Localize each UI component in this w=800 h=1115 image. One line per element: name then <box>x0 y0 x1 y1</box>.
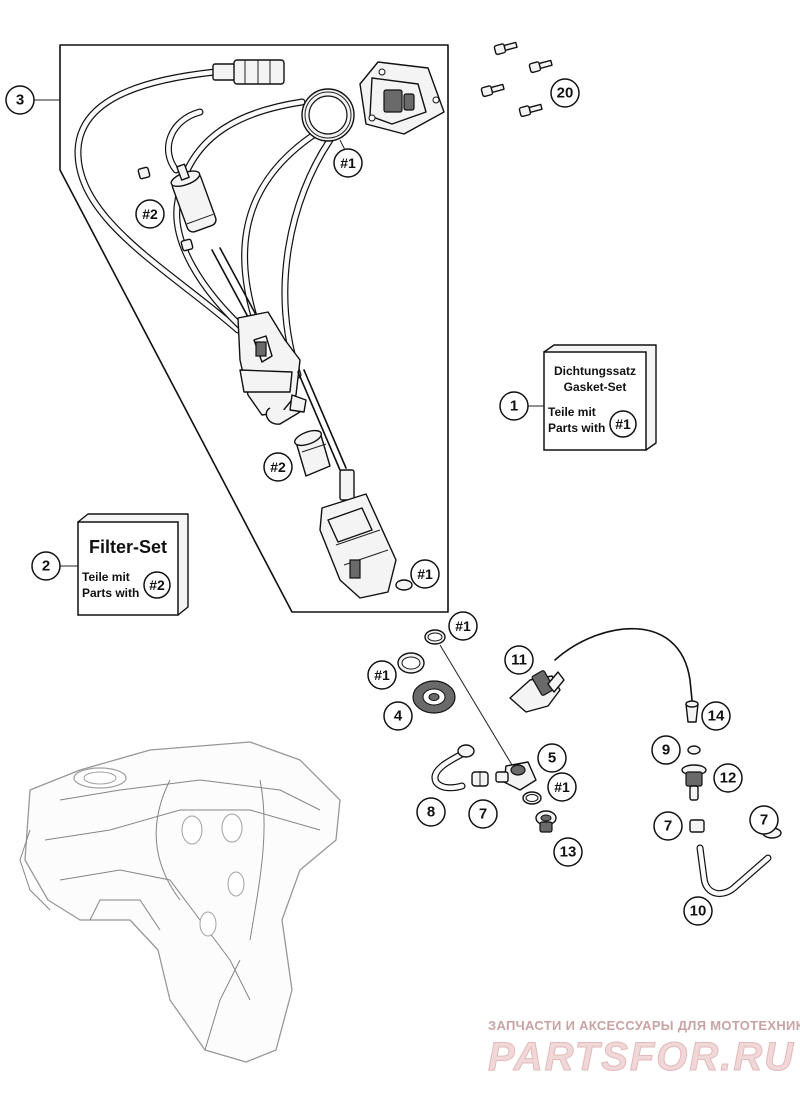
fuel-tank <box>19 741 341 1063</box>
callout-7-right[interactable]: 7 <box>749 805 779 835</box>
filter-sleeve <box>293 429 331 477</box>
filter-set-box: Filter-Set Teile mit Parts with #2 <box>60 513 189 616</box>
fuel-filter-canister <box>319 469 413 599</box>
ref-1-c: #1 <box>547 772 577 802</box>
gasket-box-line4: Parts with <box>548 421 605 435</box>
sensor-cable <box>509 627 693 713</box>
svg-text:7: 7 <box>664 818 672 835</box>
ref-1-a: #1 <box>448 611 478 641</box>
callout-8[interactable]: 8 <box>416 797 446 827</box>
fitting-13 <box>535 810 557 833</box>
svg-text:#1: #1 <box>455 618 471 634</box>
gasket-box-line2: Gasket-Set <box>564 380 627 394</box>
clamp-7-right-a <box>689 819 705 833</box>
ref-2-pump: #2 <box>135 199 165 229</box>
flange-screws <box>480 41 553 118</box>
filter-box-line2: Parts with <box>82 586 139 600</box>
filter-box-title: Filter-Set <box>89 537 167 557</box>
gasket-box-line1: Dichtungssatz <box>554 364 636 378</box>
svg-text:14: 14 <box>708 708 725 725</box>
gasket-box-ref: #1 <box>615 416 631 432</box>
svg-text:5: 5 <box>548 750 556 767</box>
callout-3[interactable]: 3 <box>5 85 35 115</box>
gasket-box-line3: Teile mit <box>548 405 596 419</box>
gasket-set-box: Dichtungssatz Gasket-Set Teile mit Parts… <box>528 344 657 451</box>
svg-text:#2: #2 <box>142 206 158 222</box>
clamp-7-left <box>471 771 489 787</box>
svg-text:11: 11 <box>511 652 527 669</box>
pump-housing <box>237 311 347 471</box>
callout-12[interactable]: 12 <box>713 763 743 793</box>
svg-text:2: 2 <box>42 558 50 575</box>
svg-text:9: 9 <box>662 742 670 759</box>
callout-13[interactable]: 13 <box>553 837 583 867</box>
fitting-5 <box>495 761 537 791</box>
svg-text:8: 8 <box>427 804 435 821</box>
watermark-line2: PARTSFOR.RU <box>488 1035 795 1079</box>
filter-box-ref: #2 <box>149 577 165 593</box>
svg-text:#1: #1 <box>340 155 356 171</box>
ref-2-mid: #2 <box>263 452 293 482</box>
svg-text:#2: #2 <box>270 459 286 475</box>
callout-5[interactable]: 5 <box>537 743 567 773</box>
svg-text:#1: #1 <box>417 566 433 582</box>
fuel-pump <box>137 163 217 252</box>
svg-text:10: 10 <box>690 903 707 920</box>
svg-text:4: 4 <box>394 708 403 725</box>
valve-12 <box>681 764 707 801</box>
watermark-line1: ЗАПЧАСТИ И АКСЕССУАРЫ ДЛЯ МОТОТЕХНИКИ <box>488 1018 800 1033</box>
svg-text:7: 7 <box>760 812 768 829</box>
ref-1-filter: #1 <box>410 559 440 589</box>
grommet-4 <box>412 680 456 714</box>
o-rings <box>397 629 542 805</box>
callout-11[interactable]: 11 <box>504 645 534 675</box>
pump-flange-plate <box>359 61 445 135</box>
callout-14[interactable]: 14 <box>701 701 731 731</box>
callout-7-mid[interactable]: 7 <box>653 811 683 841</box>
ref-1-b: #1 <box>367 660 397 690</box>
callout-7-left[interactable]: 7 <box>468 799 498 829</box>
callout-2[interactable]: 2 <box>31 551 61 581</box>
tank-sealing-ring <box>301 88 355 142</box>
svg-text:12: 12 <box>720 770 737 787</box>
assembly-3-frame <box>34 44 449 613</box>
hose-8 <box>431 744 475 792</box>
filter-box-line1: Teile mit <box>82 570 130 584</box>
callout-10[interactable]: 10 <box>683 896 713 926</box>
watermark: ЗАПЧАСТИ И АКСЕССУАРЫ ДЛЯ МОТОТЕХНИКИ PA… <box>488 1018 800 1080</box>
svg-text:7: 7 <box>479 806 487 823</box>
svg-text:#1: #1 <box>554 779 570 795</box>
callout-9[interactable]: 9 <box>651 735 681 765</box>
ref-1-top: #1 <box>333 139 363 178</box>
connector-14 <box>685 700 699 723</box>
callout-4[interactable]: 4 <box>383 701 413 731</box>
svg-text:13: 13 <box>560 844 577 861</box>
callout-1[interactable]: 1 <box>499 391 529 421</box>
callout-20[interactable]: 20 <box>550 78 580 108</box>
svg-text:3: 3 <box>16 92 24 109</box>
svg-text:#1: #1 <box>374 667 390 683</box>
svg-text:20: 20 <box>557 85 574 102</box>
svg-text:1: 1 <box>510 398 518 415</box>
ring-9 <box>687 745 701 755</box>
hose-10 <box>696 844 772 897</box>
